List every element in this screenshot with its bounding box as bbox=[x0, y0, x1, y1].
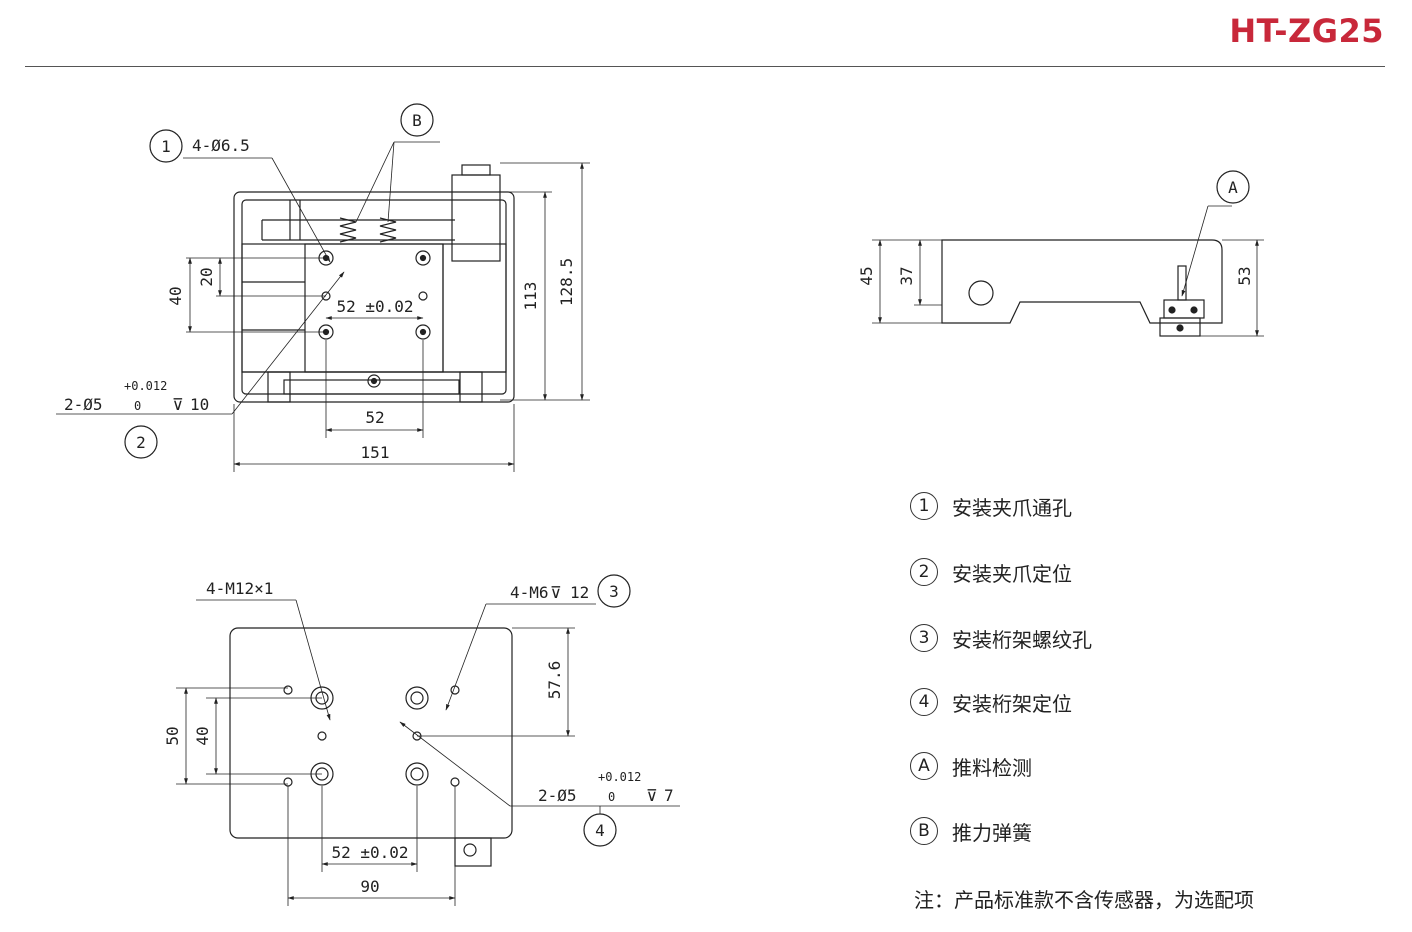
legend-item: B 推力弹簧 bbox=[910, 815, 1032, 847]
pin-tol-upper: +0.012 bbox=[124, 379, 167, 393]
pin-tol-upper: +0.012 bbox=[598, 770, 641, 784]
legend-badge: 4 bbox=[910, 688, 938, 716]
dim-90: 90 bbox=[360, 877, 379, 896]
legend-badge: B bbox=[910, 817, 938, 845]
depth-symbol-icon: ⊽ bbox=[550, 583, 562, 602]
legend-item: A 推料检测 bbox=[910, 750, 1032, 782]
legend-text: 安装夹爪通孔 bbox=[952, 495, 1072, 520]
pin-depth: 7 bbox=[664, 786, 674, 805]
legend-badge: 3 bbox=[910, 624, 938, 652]
dim-37: 37 bbox=[897, 266, 916, 285]
pin-spec-label: 2-Ø5 bbox=[538, 786, 577, 805]
top-view-labels: 1 B 2 4-Ø6.5 2-Ø5 +0.012 0 ⊽ 10 20 40 52… bbox=[64, 111, 576, 462]
m6-spec-label: 4-M6 bbox=[510, 583, 549, 602]
legend-badge: 1 bbox=[910, 492, 938, 520]
legend-item: 2 安装夹爪定位 bbox=[910, 556, 1072, 588]
pin-depth: 10 bbox=[190, 395, 209, 414]
pin-spec-label: 2-Ø5 bbox=[64, 395, 103, 414]
dim-40: 40 bbox=[193, 726, 212, 745]
legend-text: 安装桁架定位 bbox=[952, 691, 1072, 716]
legend-item: 1 安装夹爪通孔 bbox=[910, 490, 1072, 522]
bottom-view bbox=[176, 574, 680, 906]
hole-spec-label: 4-Ø6.5 bbox=[192, 136, 250, 155]
footnote: 注：产品标准款不含传感器，为选配项 bbox=[914, 888, 1254, 912]
spring-icon bbox=[339, 217, 397, 243]
header-divider bbox=[25, 66, 1385, 67]
dim-57-6: 57.6 bbox=[545, 661, 564, 700]
dim-113: 113 bbox=[521, 282, 540, 311]
side-view-labels: A 45 37 53 bbox=[857, 178, 1254, 286]
callout-2: 2 bbox=[136, 433, 146, 452]
callout-b: B bbox=[412, 111, 422, 130]
callout-4: 4 bbox=[595, 821, 605, 840]
legend-item: 3 安装桁架螺纹孔 bbox=[910, 622, 1092, 654]
dim-128-5: 128.5 bbox=[557, 258, 576, 306]
legend-badge: 2 bbox=[910, 558, 938, 586]
legend-text: 推力弹簧 bbox=[952, 820, 1032, 845]
m6-depth: 12 bbox=[570, 583, 589, 602]
depth-symbol-icon: ⊽ bbox=[646, 786, 658, 805]
dim-52: 52 bbox=[365, 408, 384, 427]
product-title: HT-ZG25 bbox=[1229, 12, 1384, 50]
dim-53: 53 bbox=[1235, 266, 1254, 285]
dim-20: 20 bbox=[197, 267, 216, 286]
legend-text: 安装夹爪定位 bbox=[952, 561, 1072, 586]
legend-item: 4 安装桁架定位 bbox=[910, 686, 1072, 718]
dim-151: 151 bbox=[361, 443, 390, 462]
callout-1: 1 bbox=[161, 137, 171, 156]
callout-3: 3 bbox=[609, 582, 619, 601]
dim-52-tol: 52 ±0.02 bbox=[336, 297, 413, 316]
dim-45: 45 bbox=[857, 266, 876, 285]
depth-symbol-icon: ⊽ bbox=[172, 395, 184, 414]
dim-52-tol: 52 ±0.02 bbox=[331, 843, 408, 862]
dim-50: 50 bbox=[163, 726, 182, 745]
top-view bbox=[56, 103, 590, 472]
pin-tol-lower: 0 bbox=[608, 790, 615, 804]
legend-text: 安装桁架螺纹孔 bbox=[952, 627, 1092, 652]
thread-spec-label: 4-M12×1 bbox=[206, 579, 273, 598]
pin-tol-lower: 0 bbox=[134, 399, 141, 413]
bottom-view-labels: 4-M12×1 4-M6 ⊽ 12 3 4 2-Ø5 +0.012 0 ⊽ 7 … bbox=[163, 579, 674, 896]
dim-40: 40 bbox=[166, 286, 185, 305]
legend-text: 推料检测 bbox=[952, 755, 1032, 780]
side-view bbox=[872, 170, 1264, 337]
callout-a: A bbox=[1228, 178, 1238, 197]
legend-badge: A bbox=[910, 752, 938, 780]
